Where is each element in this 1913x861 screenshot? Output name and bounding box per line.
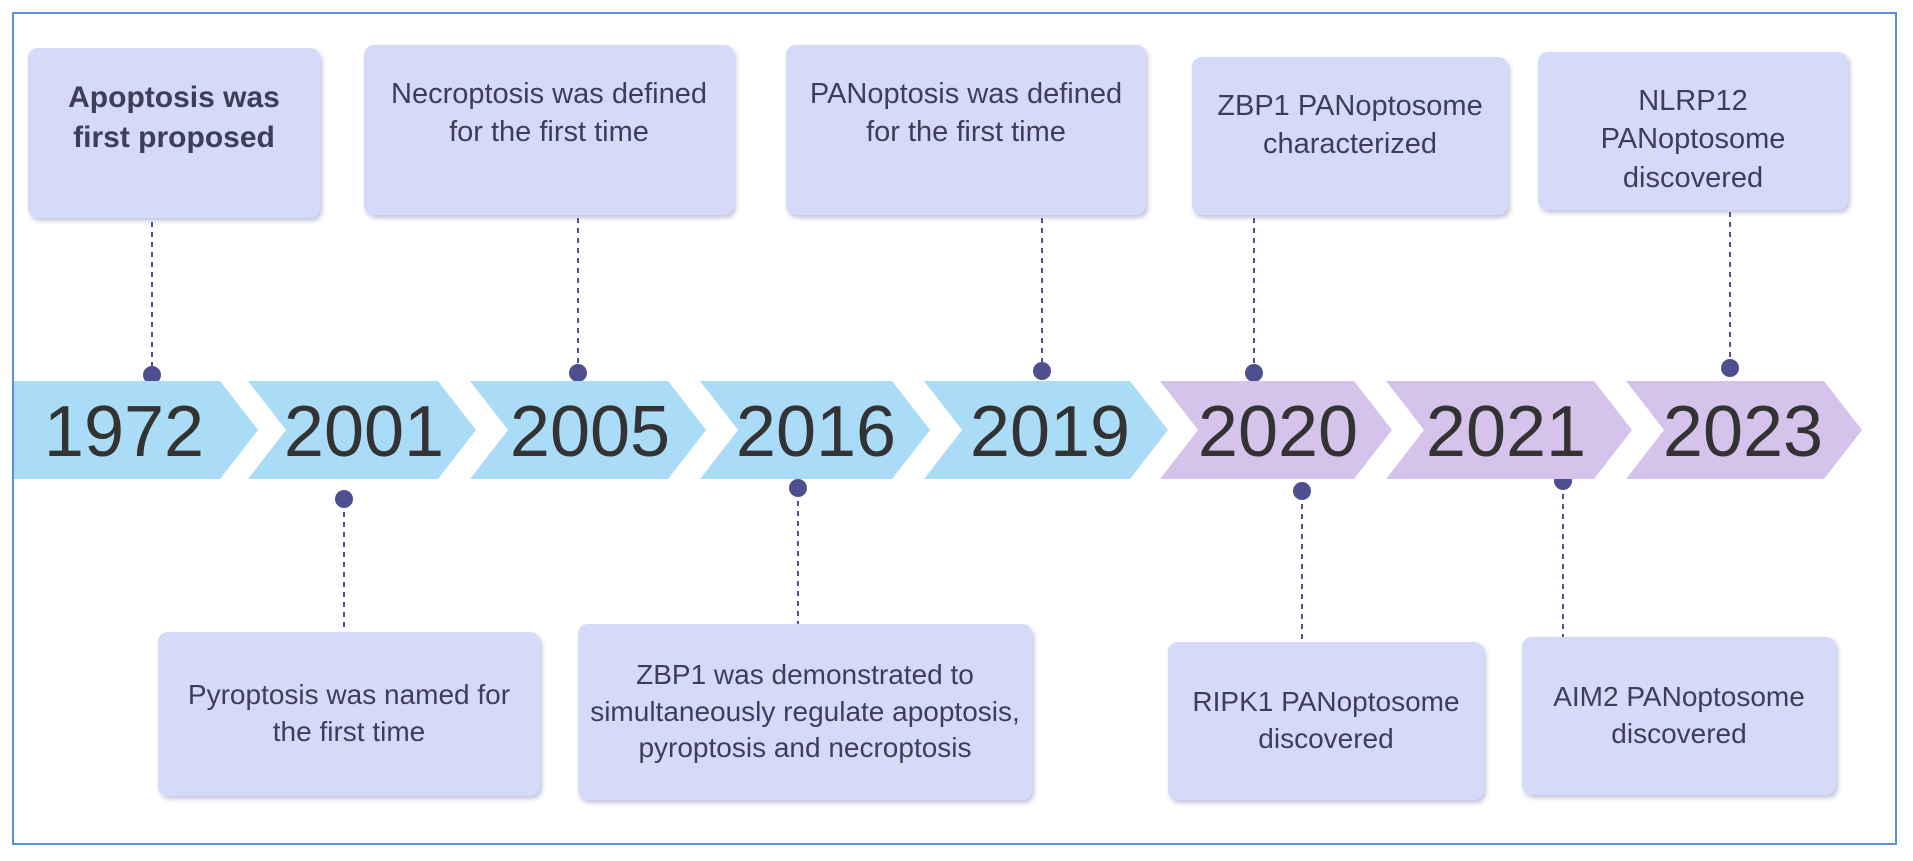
year-arrow-2021-shape [1386, 381, 1632, 479]
year-label-1972: 1972 [44, 392, 204, 472]
event-box-2005: Necroptosis was defined for the first ti… [364, 45, 734, 215]
year-arrow-2019-shape [924, 381, 1168, 479]
connector-dot-2020-bottom [1293, 482, 1311, 500]
event-text-2001: Pyroptosis was named for the first time [187, 679, 511, 747]
event-text-2020-bottom: RIPK1 PANoptosome discovered [1192, 686, 1460, 754]
event-box-2016: ZBP1 was demonstrated to simultaneously … [578, 624, 1032, 800]
connector-dot-2005 [569, 364, 587, 382]
year-arrow-2021: 2021 [1386, 381, 1632, 479]
year-label-2016: 2016 [736, 392, 896, 472]
year-label-2021: 2021 [1426, 392, 1586, 472]
event-box-1972: Apoptosis was first proposed [28, 48, 320, 218]
year-label-2005: 2005 [510, 392, 670, 472]
year-arrow-2001: 2001 [248, 381, 476, 479]
connector-dot-2019 [1033, 362, 1051, 380]
year-label-2020: 2020 [1198, 392, 1358, 472]
year-label-2019: 2019 [970, 392, 1130, 472]
year-arrow-2019: 2019 [924, 381, 1168, 479]
year-arrow-layer: 1972 2001 2005 2016 2019 2020 2021 2023 [14, 381, 1862, 479]
event-box-2021: AIM2 PANoptosome discovered [1522, 637, 1836, 795]
year-arrow-2023-shape [1626, 381, 1862, 479]
event-text-2020-top: ZBP1 PANoptosome characterized [1217, 90, 1483, 161]
year-label-2023: 2023 [1663, 392, 1823, 472]
year-arrow-1972-shape [14, 381, 258, 479]
year-arrow-2020-shape [1160, 381, 1392, 479]
year-label-2001: 2001 [284, 392, 444, 472]
event-box-2019: PANoptosis was defined for the first tim… [786, 45, 1146, 215]
year-arrow-1972: 1972 [14, 381, 258, 479]
year-arrow-2005-shape [470, 381, 706, 479]
event-text-2021: AIM2 PANoptosome discovered [1553, 681, 1805, 749]
event-box-2001: Pyroptosis was named for the first time [158, 632, 540, 796]
year-arrow-2005: 2005 [470, 381, 706, 479]
event-text-2005: Necroptosis was defined for the first ti… [391, 78, 707, 149]
event-box-2020-bottom: RIPK1 PANoptosome discovered [1168, 642, 1484, 800]
connector-dot-1972 [143, 366, 161, 384]
event-text-1972: Apoptosis was first proposed [68, 81, 280, 154]
figure-frame [12, 12, 1897, 845]
connector-layer [143, 212, 1739, 642]
year-arrow-2023: 2023 [1626, 381, 1862, 479]
event-text-2023: NLRP12 PANoptosome discovered [1600, 85, 1786, 194]
event-box-2023: NLRP12 PANoptosome discovered [1538, 52, 1848, 210]
year-arrow-2016-shape [700, 381, 930, 479]
year-arrow-2020: 2020 [1160, 381, 1392, 479]
event-box-2020-top: ZBP1 PANoptosome characterized [1192, 57, 1508, 215]
connector-dot-2016 [789, 479, 807, 497]
connector-dot-2023 [1721, 359, 1739, 377]
year-arrow-2001-shape [248, 381, 476, 479]
year-arrow-2016: 2016 [700, 381, 930, 479]
event-text-2016: ZBP1 was demonstrated to simultaneously … [590, 658, 1020, 764]
connector-dot-2020-top [1245, 364, 1263, 382]
connector-dot-2001 [335, 490, 353, 508]
event-text-2019: PANoptosis was defined for the first tim… [809, 78, 1123, 149]
